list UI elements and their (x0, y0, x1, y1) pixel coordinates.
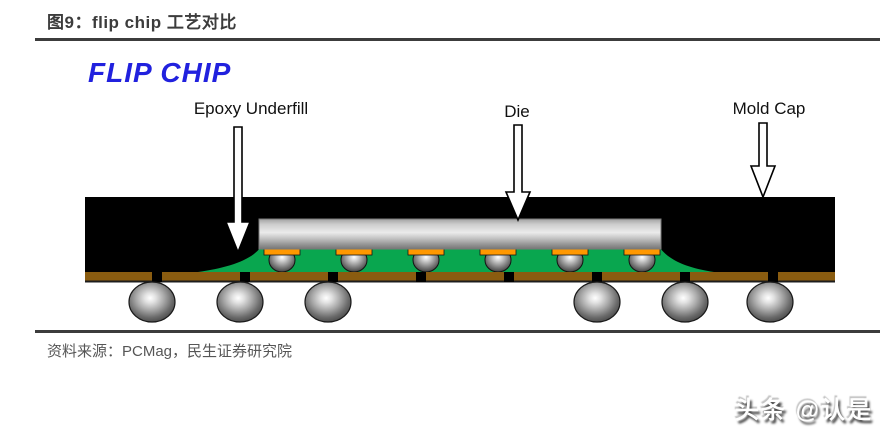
die-arrow (504, 124, 532, 223)
substrate-via-gap (504, 272, 514, 282)
bga-ball-row (128, 281, 794, 323)
figure-caption: 图9：flip chip 工艺对比 (47, 13, 237, 32)
bga-solder-ball (661, 281, 709, 323)
substrate-via-gap (416, 272, 426, 282)
substrate-via-gap (328, 272, 338, 282)
substrate-via-gap (592, 272, 602, 282)
substrate-via-gap (768, 272, 778, 282)
label-die: Die (504, 102, 530, 121)
bga-solder-ball (216, 281, 264, 323)
bga-solder-ball (746, 281, 794, 323)
toutiao-watermark: 头条 @认是 (734, 397, 873, 424)
footer-divider-line (35, 330, 880, 333)
substrate-via-gap (680, 272, 690, 282)
substrate-core (85, 272, 835, 282)
substrate-via-gap (152, 272, 162, 282)
label-epoxy-underfill: Epoxy Underfill (193, 99, 309, 118)
source-attribution: 资料来源：PCMag，民生证券研究院 (47, 343, 293, 360)
substrate-bottom-edge (85, 280, 835, 283)
substrate-shape (85, 272, 835, 283)
mold-cap-arrow (749, 122, 777, 200)
die-shape (258, 218, 662, 250)
caption-divider-line (35, 38, 880, 41)
epoxy-underfill-arrow (224, 126, 252, 255)
bga-solder-ball (304, 281, 352, 323)
diagram-heading: FLIP CHIP (88, 57, 232, 88)
bga-solder-ball (573, 281, 621, 323)
bga-solder-ball (128, 281, 176, 323)
substrate-via-gap (240, 272, 250, 282)
label-mold-cap: Mold Cap (732, 99, 806, 118)
